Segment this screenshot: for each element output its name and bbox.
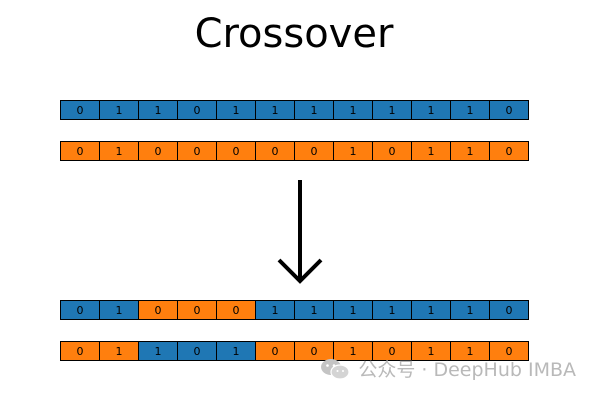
gene-cell: 0 (177, 300, 217, 320)
gene-cell: 0 (216, 300, 256, 320)
wechat-icon (321, 358, 350, 380)
gene-cell: 1 (411, 141, 451, 161)
gene-cell: 0 (489, 141, 529, 161)
gene-cell: 1 (255, 300, 295, 320)
gene-cell: 1 (294, 300, 334, 320)
gene-cell: 1 (333, 100, 373, 120)
watermark: 公众号 · DeepHub IMBA (320, 355, 576, 382)
gene-cell: 0 (60, 100, 100, 120)
gene-cell: 0 (372, 341, 412, 361)
gene-cell: 0 (177, 341, 217, 361)
gene-cell: 1 (99, 100, 139, 120)
gene-cell: 0 (60, 341, 100, 361)
gene-cell: 1 (411, 100, 451, 120)
gene-cell: 0 (489, 341, 529, 361)
gene-cell: 1 (450, 141, 490, 161)
down-arrow-icon (277, 180, 323, 284)
gene-cell: 0 (138, 141, 178, 161)
gene-cell: 1 (138, 100, 178, 120)
gene-cell: 1 (138, 341, 178, 361)
gene-cell: 1 (99, 300, 139, 320)
gene-cell: 1 (99, 341, 139, 361)
gene-cell: 0 (489, 100, 529, 120)
gene-cell: 0 (294, 141, 334, 161)
gene-cell: 1 (216, 341, 256, 361)
gene-cell: 0 (177, 100, 217, 120)
gene-cell: 0 (372, 141, 412, 161)
gene-cell: 0 (177, 141, 217, 161)
gene-cell: 1 (372, 100, 412, 120)
gene-cell: 0 (255, 141, 295, 161)
gene-cell: 0 (60, 141, 100, 161)
diagram-title: Crossover (194, 11, 394, 57)
gene-cell: 1 (333, 300, 373, 320)
gene-cell: 0 (216, 141, 256, 161)
gene-cell: 0 (138, 300, 178, 320)
watermark-text: 公众号 · DeepHub IMBA (358, 359, 576, 381)
gene-cell: 1 (372, 300, 412, 320)
gene-cell: 1 (411, 300, 451, 320)
gene-cell: 1 (294, 100, 334, 120)
gene-cell: 1 (333, 141, 373, 161)
gene-cell: 0 (60, 300, 100, 320)
gene-cell: 1 (450, 100, 490, 120)
gene-cell: 0 (489, 300, 529, 320)
gene-cell: 0 (255, 341, 295, 361)
gene-cell: 1 (216, 100, 256, 120)
gene-cell: 1 (255, 100, 295, 120)
gene-cell: 1 (450, 300, 490, 320)
gene-cell: 1 (99, 141, 139, 161)
